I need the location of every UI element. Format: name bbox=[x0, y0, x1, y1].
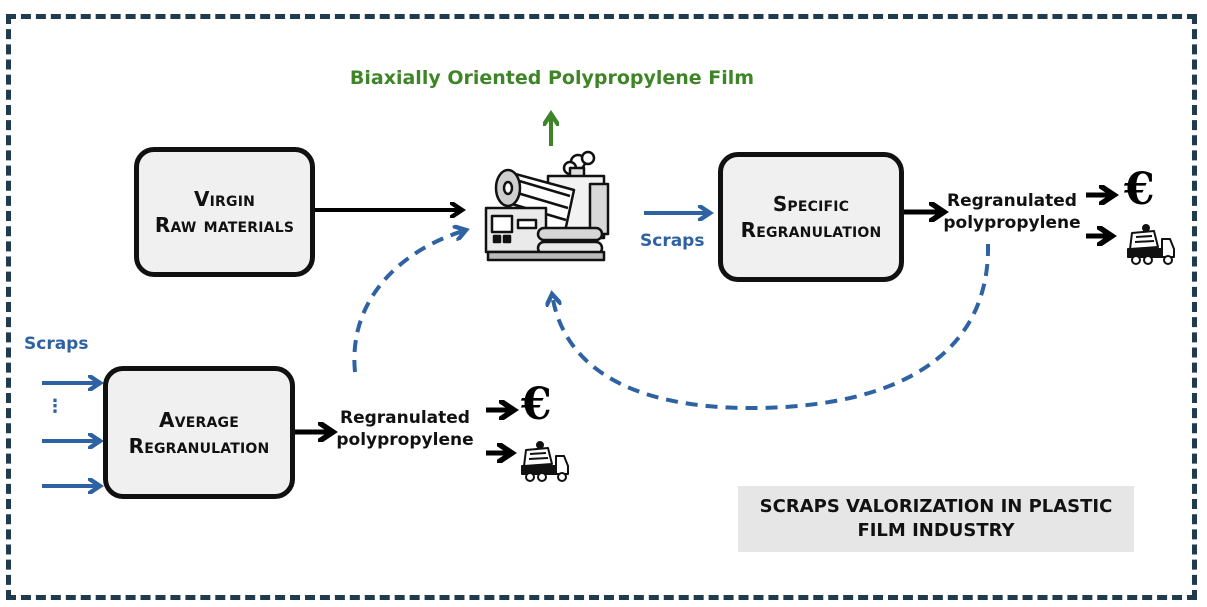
virgin-raw-materials-box: Virgin Raw materials bbox=[134, 147, 315, 277]
scraps-label-middle: Scraps bbox=[640, 231, 705, 251]
regranulated-bottom-line2: polypropylene bbox=[336, 430, 474, 450]
euro-icon: € bbox=[521, 379, 552, 430]
diagram-title-line1: SCRAPS VALORIZATION IN PLASTIC bbox=[759, 496, 1113, 517]
film-machine-icon bbox=[484, 150, 610, 262]
specific-regranulation-box: Specific Regranulation bbox=[718, 152, 904, 282]
specific-box-line1: Specific bbox=[772, 192, 850, 216]
regranulated-right-line2: polypropylene bbox=[943, 213, 1081, 233]
specific-box-line2: Regranulation bbox=[740, 218, 882, 242]
regranulated-right-label: Regranulated polypropylene bbox=[942, 190, 1082, 234]
euro-icon: € bbox=[1124, 164, 1155, 215]
virgin-box-line2: Raw materials bbox=[154, 213, 295, 237]
regranulated-bottom-line1: Regranulated bbox=[340, 408, 470, 428]
scraps-dots: ⋮ bbox=[46, 396, 64, 417]
dashed-frame bbox=[6, 14, 1197, 600]
virgin-box-line1: Virgin bbox=[193, 187, 256, 211]
scraps-label-left: Scraps bbox=[24, 334, 89, 354]
average-box-line1: Average bbox=[159, 407, 239, 432]
dump-truck-icon bbox=[1127, 224, 1175, 265]
average-box-line2: Regranulation bbox=[128, 433, 270, 458]
dump-truck-icon bbox=[521, 441, 569, 482]
diagram-title: SCRAPS VALORIZATION IN PLASTIC FILM INDU… bbox=[738, 486, 1134, 552]
regranulated-right-line1: Regranulated bbox=[947, 191, 1077, 211]
dashed-return-from-specific bbox=[552, 243, 991, 411]
output-product-label: Biaxially Oriented Polypropylene Film bbox=[349, 67, 755, 89]
regranulated-bottom-label: Regranulated polypropylene bbox=[335, 407, 475, 451]
dashed-return-from-average bbox=[352, 230, 466, 373]
average-regranulation-box: Average Regranulation bbox=[103, 366, 295, 499]
diagram-title-line2: FILM INDUSTRY bbox=[857, 520, 1015, 541]
